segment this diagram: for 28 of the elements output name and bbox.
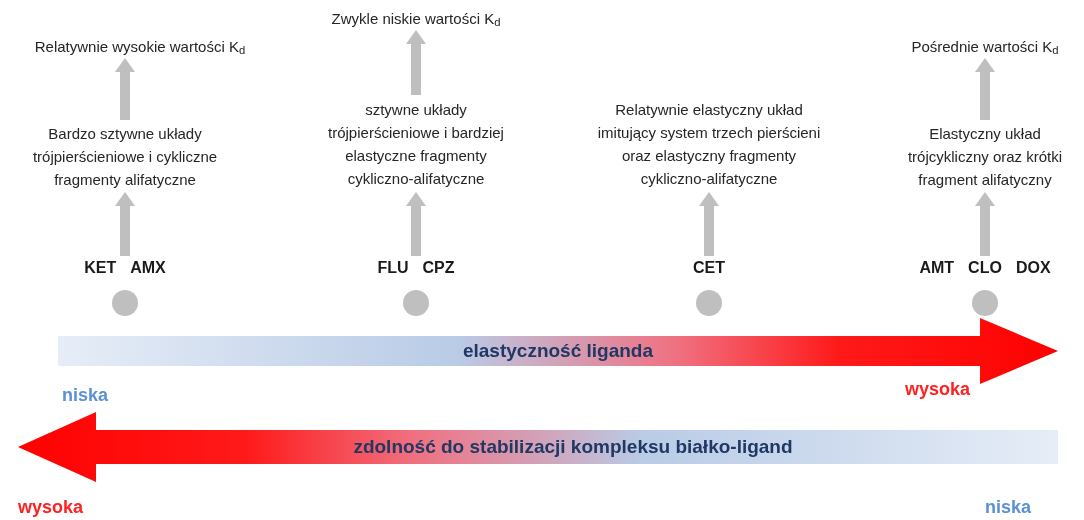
scale-label: wysoka <box>18 496 84 519</box>
result-text: Zwykle niskie wartości K$_{d}$ <box>331 8 501 30</box>
arrow <box>115 58 135 120</box>
drug-label: CPZ <box>422 258 455 278</box>
description-text: Relatywnie elastyczny układ imitujący system trzech pierścieni oraz elastyczny fragmenty cykliczno-alifatyczne <box>596 99 822 189</box>
scale-label: niska <box>62 384 109 407</box>
drug-label: AMT <box>919 258 955 278</box>
arrow <box>406 30 426 95</box>
result-text: Pośrednie wartości K$_{d}$ <box>911 36 1059 58</box>
description-text: sztywne układy trójpierścieniowe i bardziej elastyczne fragmenty cykliczno-alifatyczne <box>327 99 505 189</box>
arrow <box>975 192 995 256</box>
drug-label: FLU <box>377 258 409 278</box>
drug-label: DOX <box>1015 258 1051 278</box>
arrow <box>406 192 426 256</box>
arrow <box>699 192 719 256</box>
arrow-label: zdolność do stabilizacji kompleksu białko-ligand <box>353 434 793 459</box>
description-text: Elastyczny układ trójcykliczny oraz krótki fragment alifatyczny <box>906 123 1064 190</box>
drug-label: AMX <box>130 258 166 278</box>
drug-label: KET <box>84 258 117 278</box>
scale-label: niska <box>985 496 1032 519</box>
arrow-label: elastyczność liganda <box>462 338 654 363</box>
arrow <box>115 192 135 256</box>
drug-label: CET <box>693 258 725 278</box>
result-text: Relatywnie wysokie wartości K$_{d}$ <box>34 36 246 58</box>
scale-label: wysoka <box>905 378 971 401</box>
description-text: Bardzo sztywne układy trójpierścieniowe i cykliczne fragmenty alifatyczne <box>31 123 219 190</box>
arrow <box>975 58 995 120</box>
drug-label: CLO <box>968 258 1002 278</box>
